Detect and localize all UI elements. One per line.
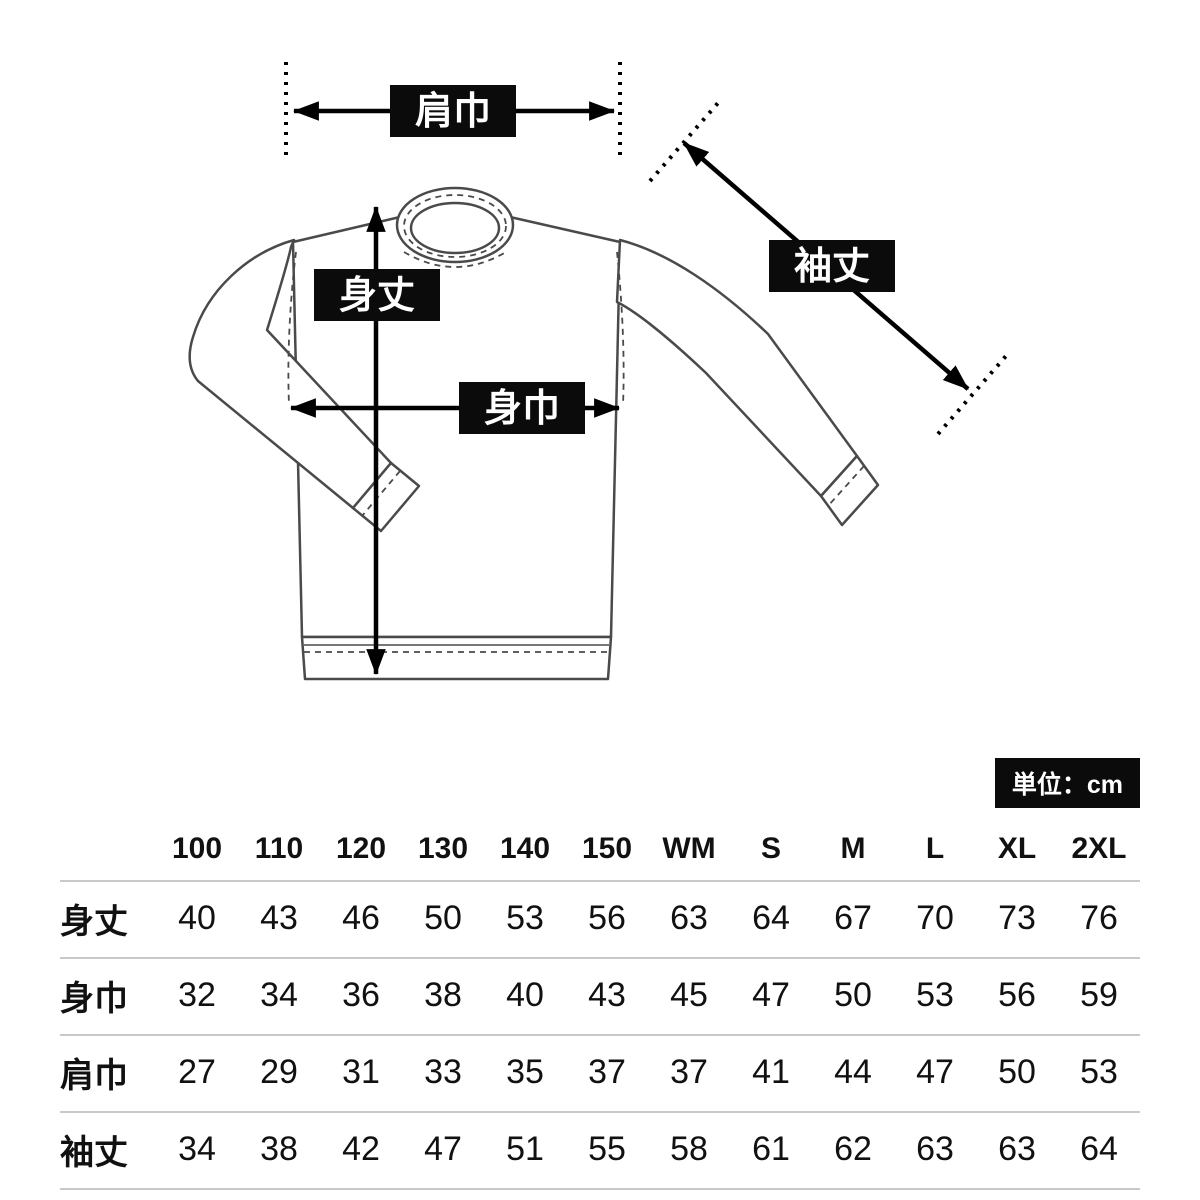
measurement-value: 58 — [648, 1112, 730, 1190]
measurement-value: 50 — [976, 1035, 1058, 1113]
size-column-header: 150 — [566, 820, 648, 882]
shoulder-width-label: 肩巾 — [390, 85, 516, 137]
measurement-value: 43 — [566, 958, 648, 1036]
body-length-label: 身丈 — [314, 269, 440, 321]
collar-inner — [409, 201, 501, 255]
size-table-corner — [60, 820, 156, 882]
sleeve-length-label-text: 袖丈 — [794, 246, 870, 288]
measurement-row-label: 身巾 — [60, 958, 156, 1036]
size-column-header: 120 — [320, 820, 402, 882]
measurement-value: 38 — [238, 1112, 320, 1190]
measurement-value: 44 — [812, 1035, 894, 1113]
measurement-row-label: 肩巾 — [60, 1035, 156, 1113]
body-width-label-text: 身巾 — [484, 388, 560, 430]
sleeve-length-extent-top — [648, 101, 720, 183]
size-column-header: 130 — [402, 820, 484, 882]
measurement-value: 59 — [1058, 958, 1140, 1036]
size-column-header: 140 — [484, 820, 566, 882]
size-column-header: M — [812, 820, 894, 882]
measurement-value: 46 — [320, 881, 402, 959]
size-column-header: 100 — [156, 820, 238, 882]
measurement-value: 31 — [320, 1035, 402, 1113]
measurement-value: 53 — [484, 881, 566, 959]
measurement-value: 41 — [730, 1035, 812, 1113]
body-width-label: 身巾 — [459, 382, 585, 434]
measurement-value: 47 — [402, 1112, 484, 1190]
left-sleeve — [188, 238, 393, 510]
measurement-value: 36 — [320, 958, 402, 1036]
measurement-value: 51 — [484, 1112, 566, 1190]
collar-rib-stitch — [403, 194, 507, 258]
size-column-header: S — [730, 820, 812, 882]
measurement-value: 40 — [156, 881, 238, 959]
right-armhole-seam — [616, 251, 625, 406]
measurement-value: 50 — [812, 958, 894, 1036]
shoulder-width-label-text: 肩巾 — [415, 90, 491, 133]
measurement-value: 35 — [484, 1035, 566, 1113]
measurement-value: 55 — [566, 1112, 648, 1190]
waistband — [300, 635, 613, 681]
measurement-value: 38 — [402, 958, 484, 1036]
unit-badge: 単位：cm — [994, 758, 1140, 808]
size-column-header: 110 — [238, 820, 320, 882]
measurement-value: 76 — [1058, 881, 1140, 959]
measurement-value: 42 — [320, 1112, 402, 1190]
measurement-value: 56 — [566, 881, 648, 959]
measurement-value: 73 — [976, 881, 1058, 959]
sweatshirt-measurement-diagram: 肩巾 身丈 身巾 袖丈 — [188, 62, 1008, 681]
size-column-header: 2XL — [1058, 820, 1140, 882]
size-column-header: L — [894, 820, 976, 882]
measurement-value: 62 — [812, 1112, 894, 1190]
measurement-value: 63 — [976, 1112, 1058, 1190]
measurement-value: 50 — [402, 881, 484, 959]
measurement-value: 64 — [730, 881, 812, 959]
left-armhole-seam — [287, 251, 297, 406]
measurement-value: 67 — [812, 881, 894, 959]
size-column-header: XL — [976, 820, 1058, 882]
measurement-row-label: 袖丈 — [60, 1112, 156, 1190]
measurement-value: 32 — [156, 958, 238, 1036]
measurement-value: 47 — [730, 958, 812, 1036]
measurement-value: 56 — [976, 958, 1058, 1036]
body-length-label-text: 身丈 — [339, 275, 415, 317]
right-cuff — [819, 454, 880, 527]
measurement-value: 27 — [156, 1035, 238, 1113]
right-cuff-stitch — [827, 465, 865, 507]
measurement-value: 43 — [238, 881, 320, 959]
measurement-value: 34 — [238, 958, 320, 1036]
collar-seam-stitch — [403, 251, 507, 268]
measurement-value: 63 — [894, 1112, 976, 1190]
measurement-value: 70 — [894, 881, 976, 959]
sleeve-length-extent-bottom — [936, 354, 1008, 436]
measurement-value: 64 — [1058, 1112, 1140, 1190]
measurement-value: 40 — [484, 958, 566, 1036]
measurement-value: 61 — [730, 1112, 812, 1190]
measurement-value: 37 — [648, 1035, 730, 1113]
size-diagram: 肩巾 身丈 身巾 袖丈 — [188, 62, 1008, 681]
sleeve-length-label: 袖丈 — [769, 240, 895, 292]
measurement-value: 33 — [402, 1035, 484, 1113]
measurement-value: 45 — [648, 958, 730, 1036]
size-column-header: WM — [648, 820, 730, 882]
measurement-value: 63 — [648, 881, 730, 959]
measurement-value: 29 — [238, 1035, 320, 1113]
measurement-value: 34 — [156, 1112, 238, 1190]
measurement-value: 47 — [894, 1035, 976, 1113]
measurement-labels: 肩巾 身丈 身巾 袖丈 — [314, 85, 895, 434]
measurement-value: 53 — [894, 958, 976, 1036]
measurement-value: 37 — [566, 1035, 648, 1113]
measurement-value: 53 — [1058, 1035, 1140, 1113]
measurement-row-label: 身丈 — [60, 881, 156, 959]
